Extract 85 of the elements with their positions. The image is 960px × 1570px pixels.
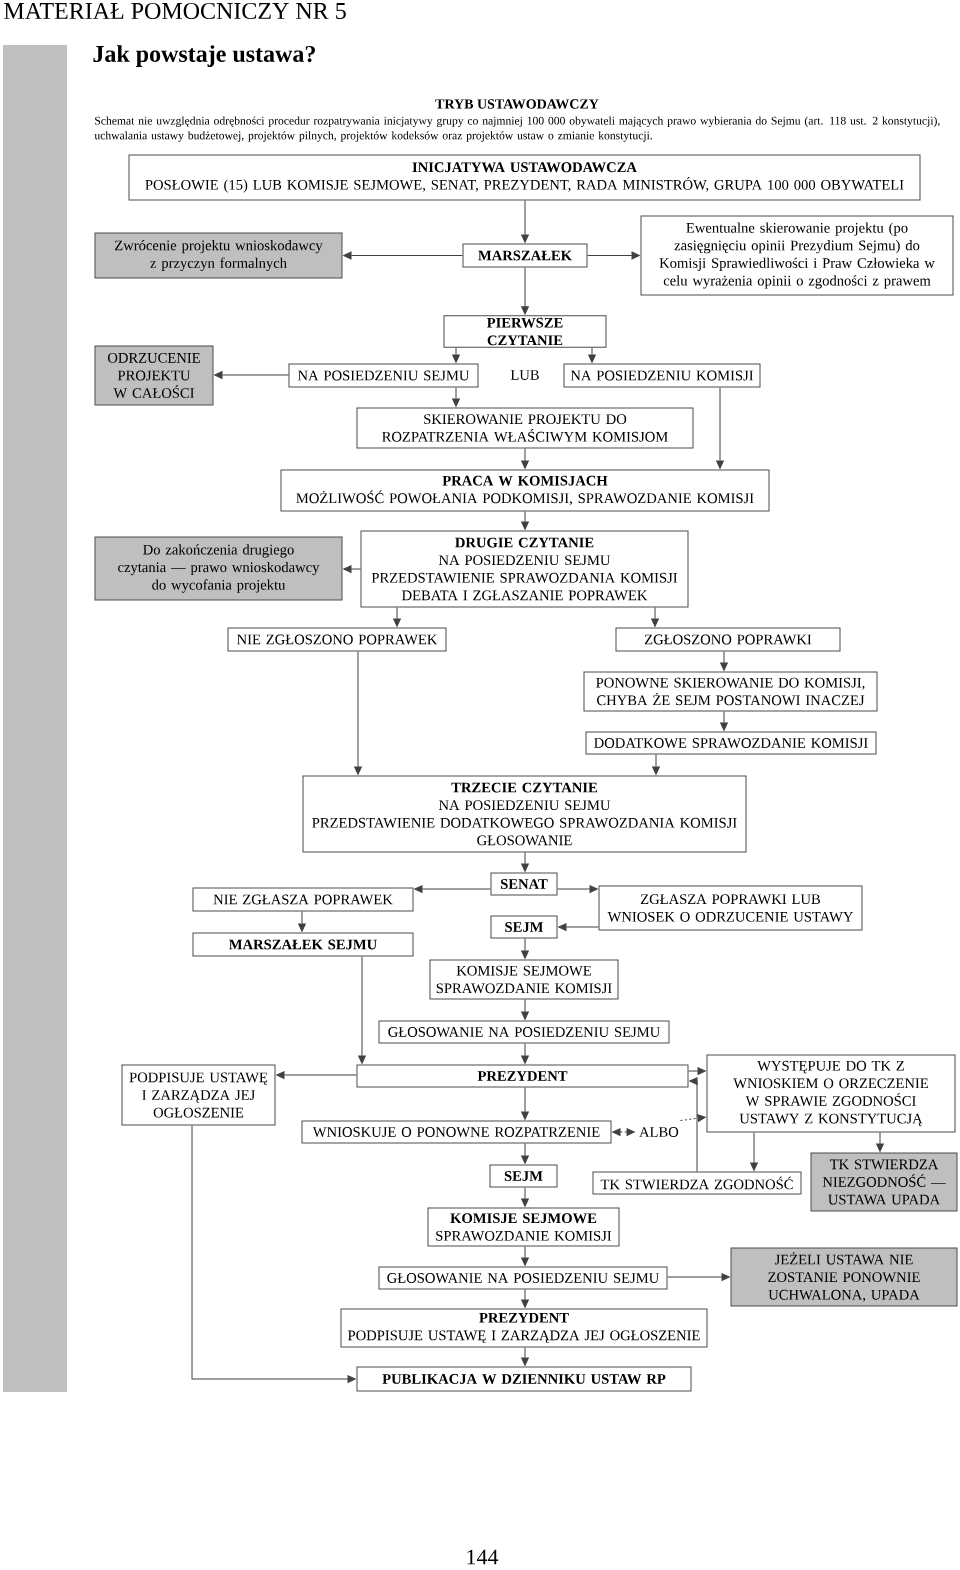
process-box: NA POSIEDZENIU SEJMU <box>288 363 479 388</box>
process-box: GŁOSOWANIE NA POSIEDZENIU SEJMU <box>378 1020 670 1044</box>
arrow <box>343 251 463 260</box>
note-box: Zwrócenie projektu wnioskodawcy z przyczyn formalnych <box>94 232 343 279</box>
arrow <box>521 1087 529 1120</box>
arrow <box>720 711 728 731</box>
arrow <box>652 754 660 775</box>
process-box: PONOWNE SKIEROWANIE DO KOMISJI, CHYBA ŻE SEJM POSTANOWI INACZEJ <box>583 671 878 712</box>
arrow <box>521 938 529 959</box>
process-box: NIE ZGŁASZA POPRAWEK <box>192 887 414 912</box>
process-box: PUBLIKACJA W DZIENNIKU USTAW RP <box>356 1366 692 1392</box>
arrow <box>688 1067 706 1075</box>
arrow <box>521 1347 529 1366</box>
arrow <box>521 1187 529 1207</box>
arrow <box>689 1077 698 1172</box>
process-box: DODATKOWE SPRAWOZDANIE KOMISJI <box>585 731 877 755</box>
note-box: Do zakończenia drugiego czytania — prawo wnioskodawcy do wycofania projektu <box>94 536 343 601</box>
process-box: Ewentualne skierowanie projektu (po zasięgnięciu opinii Prezydium Sejmu) do Komisji Sprawiedliwości i Praw Człowieka w celu wyrażenia opinii o zgodności z prawem <box>640 215 954 296</box>
process-box: WNIOSKUJE O PONOWNE ROZPATRZENIE <box>301 1120 612 1144</box>
arrow <box>588 347 596 363</box>
arrow <box>452 347 460 363</box>
arrow <box>452 387 460 407</box>
arrow <box>414 885 491 893</box>
arrow <box>667 1273 730 1281</box>
process-box: SEJM <box>489 1164 558 1188</box>
heading: TRYB USTAWODAWCZY <box>435 99 599 109</box>
process-box: MARSZAŁEK <box>462 243 588 268</box>
process-box: NIE ZGŁOSZONO POPRAWEK <box>227 627 447 652</box>
page-number: 144 <box>467 1549 499 1565</box>
arrow <box>191 1125 356 1383</box>
process-box: TK STWIERDZA ZGODNOŚĆ <box>592 1171 802 1195</box>
arrow <box>521 267 529 315</box>
note: Schemat nie uwzględnia odrębności procedur rozpatrywania inicjatywy grupy co najmniej 100 000 obywateli mających prawo wybierania do Sejmu (art. 118 ust. 2 konstytucji), uchwalania ustawy budżetowej, projektów pilnych, projektów kodeksów oraz projektów ustaw o zmianie konstytucji. <box>94 116 940 142</box>
arrow <box>651 607 659 627</box>
arrow <box>521 200 529 243</box>
process-box: PREZYDENT PODPISUJE USTAWĘ I ZARZĄDZA JEJ OGŁOSZENIE <box>340 1308 708 1348</box>
process-box: KOMISJE SEJMOWE SPRAWOZDANIE KOMISJI <box>427 1207 620 1247</box>
arrow <box>521 852 529 872</box>
arrow <box>720 651 728 671</box>
arrow <box>716 387 724 469</box>
process-box: GŁOSOWANIE NA POSIEDZENIU SEJMU <box>378 1266 668 1290</box>
process-box: PREZYDENT <box>356 1064 689 1088</box>
arrow <box>393 607 401 627</box>
process-box: SENAT <box>490 872 558 896</box>
process-box: NA POSIEDZENIU KOMISJI <box>563 363 761 388</box>
process-box: ZGŁOSZONO POPRAWKI <box>615 627 841 652</box>
note-box: JEŻELI USTAWA NIE ZOSTANIE PONOWNIE UCHWALONA, UPADA <box>730 1247 958 1307</box>
or-label: LUB <box>510 370 539 380</box>
arrow <box>298 911 306 932</box>
arrow <box>521 1289 529 1308</box>
arrow <box>214 371 289 379</box>
arrow <box>358 956 366 1064</box>
process-box: INICJATYWA USTAWODAWCZA POSŁOWIE (15) LUB KOMISJE SEJMOWE, SENAT, PREZYDENT, RADA MINISTRÓW, GRUPA 100 000 OBYWATELI <box>128 154 921 201</box>
arrow <box>521 1143 529 1164</box>
process-box: SKIEROWANIE PROJEKTU DO ROZPATRZENIA WŁAŚCIWYM KOMISJOM <box>356 407 694 449</box>
arrow <box>276 1071 357 1079</box>
process-box: ZGŁASZA POPRAWKI LUB WNIOSEK O ODRZUCENIE USTAWY <box>598 885 863 931</box>
arrow <box>750 1132 758 1171</box>
process-box: PIERWSZE CZYTANIE <box>443 315 607 348</box>
arrow <box>558 923 599 931</box>
arrow <box>521 1043 529 1064</box>
arrow <box>557 885 598 893</box>
process-box: PODPISUJE USTAWĘ I ZARZĄDZA JEJ OGŁOSZENIE <box>121 1064 276 1126</box>
arrow <box>521 999 529 1020</box>
arrow <box>354 651 362 775</box>
process-box: WYSTĘPUJE DO TK Z WNIOSKIEM O ORZECZENIE W SPRAWIE ZGODNOŚCI USTAWY Z KONSTYTUCJĄ <box>706 1054 956 1133</box>
arrow <box>521 448 529 469</box>
arrow <box>876 1132 884 1152</box>
note-box: TK STWIERDZA NIEZGODNOŚĆ — USTAWA UPADA <box>810 1152 958 1212</box>
dotted-arrow <box>612 1128 635 1136</box>
process-box: PRACA W KOMISJACH MOŻLIWOŚĆ POWOŁANIA PODKOMISJI, SPRAWOZDANIE KOMISJI <box>280 469 770 512</box>
arrow <box>587 251 640 260</box>
process-box: SEJM <box>490 915 558 939</box>
arrow <box>521 1246 529 1266</box>
arrow <box>343 565 361 573</box>
arrow <box>521 511 529 530</box>
process-box: TRZECIE CZYTANIE NA POSIEDZENIU SEJMU PRZEDSTAWIENIE DODATKOWEGO SPRAWOZDANIA KOMISJI GŁOSOWANIE <box>302 775 747 853</box>
alternative-label: ALBO <box>639 1127 679 1137</box>
process-box: MARSZAŁEK SEJMU <box>192 932 414 957</box>
dotted-arrow <box>680 1114 706 1122</box>
process-box: KOMISJE SEJMOWE SPRAWOZDANIE KOMISJI <box>429 959 619 1000</box>
process-box: DRUGIE CZYTANIE NA POSIEDZENIU SEJMU PRZEDSTAWIENIE SPRAWOZDANIA KOMISJI DEBATA I ZGŁASZANIE POPRAWEK <box>360 530 689 608</box>
note-box: ODRZUCENIE PROJEKTU W CAŁOŚCI <box>94 345 214 406</box>
title: Jak powstaje ustawa? <box>93 45 315 67</box>
page-header: MATERIAŁ POMOCNICZY NR 5 <box>4 2 346 20</box>
